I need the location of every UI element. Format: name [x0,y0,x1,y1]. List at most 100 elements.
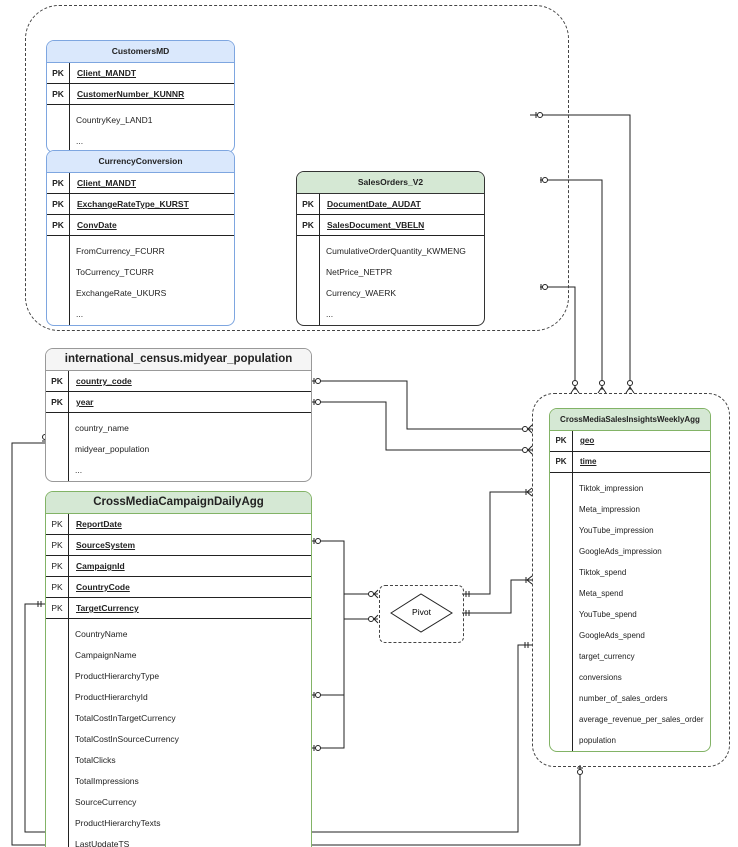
field-row[interactable]: TotalCostInSourceCurrency [46,729,311,750]
one-to-many-marker-icon [525,487,533,497]
field-row[interactable]: target_currency [550,646,710,667]
field-row[interactable]: ToCurrency_TCURR [47,262,234,283]
field-row[interactable]: CountryKey_LAND1 [47,110,234,131]
optional-marker-icon [627,380,633,386]
pk-label: PK [46,556,69,576]
field-name: TotalImpressions [75,776,139,786]
table-title: CrossMediaSalesInsightsWeeklyAgg [550,409,710,431]
field-row[interactable]: ProductHierarchyTexts [46,813,311,834]
field-row[interactable]: NetPrice_NETPR [297,262,484,283]
field-row[interactable]: GoogleAds_impression [550,541,710,562]
field-row[interactable]: CumulativeOrderQuantity_KWMENG [297,241,484,262]
key-cell [297,241,319,262]
field-row[interactable]: conversions [550,667,710,688]
field-row[interactable]: average_revenue_per_sales_order [550,709,710,730]
key-cell [47,283,69,304]
field-row[interactable]: TotalClicks [46,750,311,771]
optional-marker-icon [315,692,321,698]
pivot-node[interactable]: Pivot [379,585,464,643]
field-row[interactable]: SourceCurrency [46,792,311,813]
field-row[interactable]: Meta_spend [550,583,710,604]
key-field-name: Client_MANDT [77,68,137,78]
field-row[interactable]: population [550,730,710,751]
mandatory-one-marker-icon [465,591,470,597]
field-row[interactable]: FromCurrency_FCURR [47,241,234,262]
field-row[interactable]: ProductHierarchyId [46,687,311,708]
pk-label: PK [46,598,69,618]
relationship-line [462,491,532,595]
field-row[interactable]: Tiktok_spend [550,562,710,583]
key-field-name: DocumentDate_AUDAT [327,199,421,209]
field-row[interactable]: ... [47,131,234,152]
field-row[interactable]: Meta_impression [550,499,710,520]
relationship-line [311,380,532,430]
field-row[interactable]: ProductHierarchyType [46,666,311,687]
pk-label: PK [47,63,70,83]
key-field-name: year [76,397,94,407]
key-cell [47,241,69,262]
field-row[interactable]: TotalImpressions [46,771,311,792]
key-field-name: ReportDate [76,519,122,529]
field-row[interactable]: Currency_WAERK [297,283,484,304]
field-row[interactable]: TotalCostInTargetCurrency [46,708,311,729]
field-row[interactable]: ... [46,460,311,481]
key-cell [550,646,572,667]
key-cell [47,262,69,283]
field-row[interactable]: ExchangeRate_UKURS [47,283,234,304]
target-table-group[interactable] [532,393,730,767]
key-cell [46,792,68,813]
field-name: ProductHierarchyTexts [75,818,161,828]
field-row[interactable]: ... [47,304,234,325]
key-cell [47,304,69,325]
pk-label: PK [46,535,69,555]
field-row[interactable]: CountryName [46,624,311,645]
key-cell [550,730,572,751]
key-cell [297,304,319,325]
optional-marker-icon [577,769,583,775]
field-row[interactable]: midyear_population [46,439,311,460]
field-name: ProductHierarchyId [75,692,148,702]
field-row[interactable]: country_name [46,418,311,439]
source-tables-group[interactable] [25,5,569,331]
field-row[interactable]: YouTube_impression [550,520,710,541]
field-row[interactable]: ... [297,304,484,325]
field-row[interactable]: LastUpdateTS [46,834,311,847]
table-title: SalesOrders_V2 [297,172,484,194]
key-field-name: SalesDocument_VBELN [327,220,425,230]
field-row[interactable]: CampaignName [46,645,311,666]
field-row[interactable]: Tiktok_impression [550,478,710,499]
field-row[interactable]: GoogleAds_spend [550,625,710,646]
key-field-name: geo [580,436,595,445]
field-name: ... [326,309,334,319]
field-name: CountryName [75,629,128,639]
key-cell [550,499,572,520]
field-row[interactable]: number_of_sales_orders [550,688,710,709]
primary-key-row[interactable]: PK Client_MANDT [47,63,234,84]
field-name: FromCurrency_FCURR [76,246,165,256]
pk-label: PK [46,577,69,597]
field-row[interactable]: YouTube_spend [550,604,710,625]
field-name: ... [75,465,83,475]
